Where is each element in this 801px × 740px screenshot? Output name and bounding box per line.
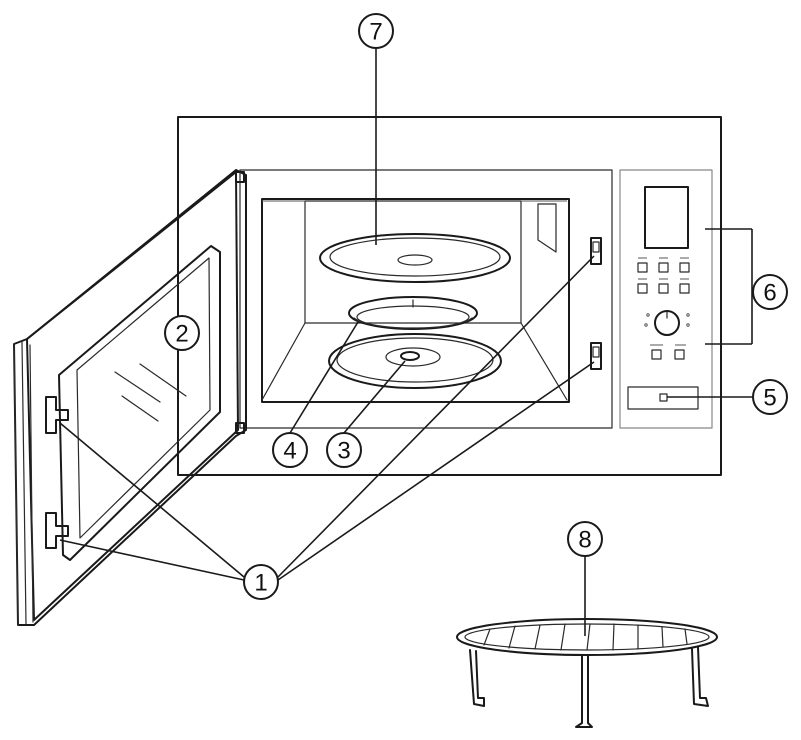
- control-knob: [654, 310, 680, 336]
- door: [13, 169, 247, 626]
- callout-5-label: 5: [763, 385, 776, 412]
- callout-3: 3: [326, 432, 362, 468]
- panel-button: [679, 283, 690, 294]
- leader-lines: [59, 48, 753, 636]
- callout-1: 1: [243, 564, 279, 600]
- display-window: [644, 186, 689, 249]
- callout-7: 7: [358, 13, 394, 49]
- panel-button: [651, 349, 662, 360]
- upper-plate-7: [319, 233, 511, 283]
- oven-cavity: [239, 169, 613, 429]
- door-release-button: [627, 386, 699, 410]
- door-latch-holes: [590, 237, 602, 370]
- callout-4: 4: [272, 432, 308, 468]
- roller-ring-4: [348, 296, 478, 330]
- callout-8: 8: [567, 521, 603, 557]
- panel-button: [637, 283, 648, 294]
- callout-2-label: 2: [175, 321, 188, 348]
- callout-5: 5: [752, 379, 788, 415]
- callout-8-label: 8: [578, 527, 591, 554]
- panel-button: [658, 283, 669, 294]
- callout-4-label: 4: [283, 438, 296, 465]
- turntable-plate: [328, 333, 502, 389]
- outer-frame: [177, 116, 722, 476]
- callout-1-label: 1: [254, 570, 267, 597]
- control-panel: [619, 169, 713, 429]
- grill-rack-8: [456, 618, 718, 728]
- panel-button: [679, 262, 690, 273]
- panel-button: [637, 262, 648, 273]
- callout-7-label: 7: [369, 19, 382, 46]
- panel-button: [674, 349, 685, 360]
- callout-2: 2: [164, 315, 200, 351]
- callout-6-label: 6: [763, 280, 776, 307]
- panel-button: [658, 262, 669, 273]
- callout-6: 6: [752, 274, 788, 310]
- callout-3-label: 3: [337, 438, 350, 465]
